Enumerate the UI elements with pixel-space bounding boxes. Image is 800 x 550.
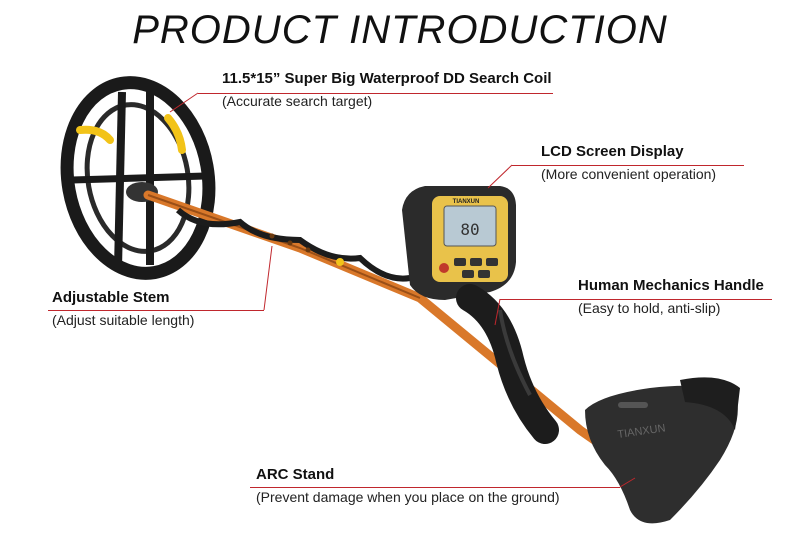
callout-coil: 11.5*15” Super Big Waterproof DD Search …: [222, 70, 552, 109]
handle-subtext: (Easy to hold, anti-slip): [578, 300, 721, 316]
callout-handle: Human Mechanics Handle (Easy to hold, an…: [578, 277, 764, 316]
page-title: PRODUCT INTRODUCTION: [132, 8, 668, 52]
brand-label: TIANXUN: [453, 199, 480, 205]
callout-lcd: LCD Screen Display (More convenient oper…: [541, 143, 716, 182]
handle-heading: Human Mechanics Handle: [578, 277, 764, 294]
coil-subtext: (Accurate search target): [222, 93, 373, 109]
coil-heading: 11.5*15” Super Big Waterproof DD Search …: [222, 70, 552, 87]
arc-stand: TIANXUN: [585, 377, 740, 524]
callout-stem: Adjustable Stem (Adjust suitable length): [52, 289, 194, 328]
lcd-leader: [512, 165, 744, 166]
lcd-subtext: (More convenient operation): [541, 166, 717, 182]
control-box: 80 TIANXUN: [402, 186, 516, 300]
handle-leader: [500, 299, 772, 300]
stand-heading: ARC Stand: [256, 466, 335, 483]
stand-subtext: (Prevent damage when you place on the gr…: [256, 489, 560, 505]
search-coil: [60, 76, 216, 280]
lcd-heading: LCD Screen Display: [541, 143, 684, 160]
lcd-readout: 80: [460, 220, 479, 239]
stand-leader: [250, 487, 620, 488]
stem-heading: Adjustable Stem: [52, 289, 170, 306]
power-button: [439, 263, 449, 273]
stem-subtext: (Adjust suitable length): [52, 312, 195, 328]
handle: [456, 284, 559, 444]
callout-stand: ARC Stand (Prevent damage when you place…: [256, 466, 560, 505]
stem-leader: [48, 310, 264, 311]
coil-leader: [198, 93, 553, 94]
